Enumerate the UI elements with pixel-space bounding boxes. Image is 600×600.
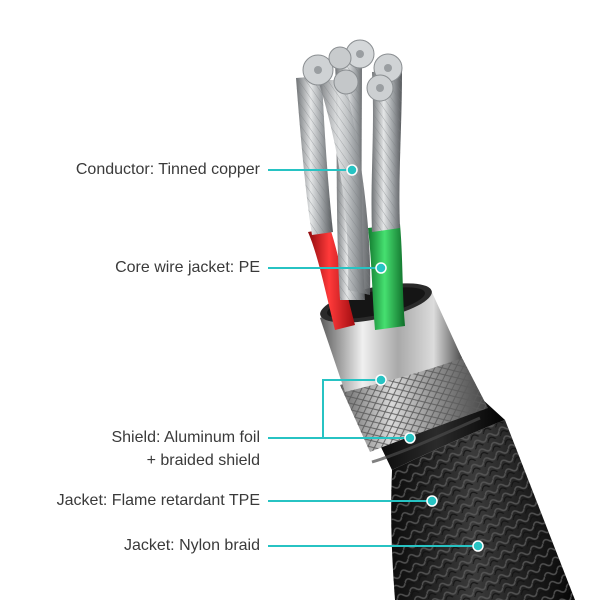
dot-braid-shield: [404, 432, 416, 444]
label-shield-second-line: + braided shield: [146, 452, 260, 469]
label-core-jacket: Core wire jacket: PE: [115, 259, 260, 276]
dot-tpe: [426, 495, 438, 507]
leader-lines: [268, 169, 478, 547]
red-core-wire: [308, 228, 355, 330]
leader-dots: [346, 164, 484, 552]
green-core-wire: [368, 224, 405, 330]
label-conductor: Conductor: Tinned copper: [75, 161, 260, 178]
conductor-strands: [296, 39, 403, 300]
label-jacket-nylon: Jacket: Nylon braid: [123, 537, 260, 554]
dot-conductor: [346, 164, 358, 176]
label-shield: Shield: Aluminum foil: [111, 429, 260, 446]
dot-nylon: [472, 540, 484, 552]
dot-core-jacket: [375, 262, 387, 274]
nylon-braid-jacket: [391, 420, 575, 600]
leader-shield: [268, 379, 381, 439]
dot-foil: [375, 374, 387, 386]
label-jacket-tpe: Jacket: Flame retardant TPE: [56, 492, 260, 509]
